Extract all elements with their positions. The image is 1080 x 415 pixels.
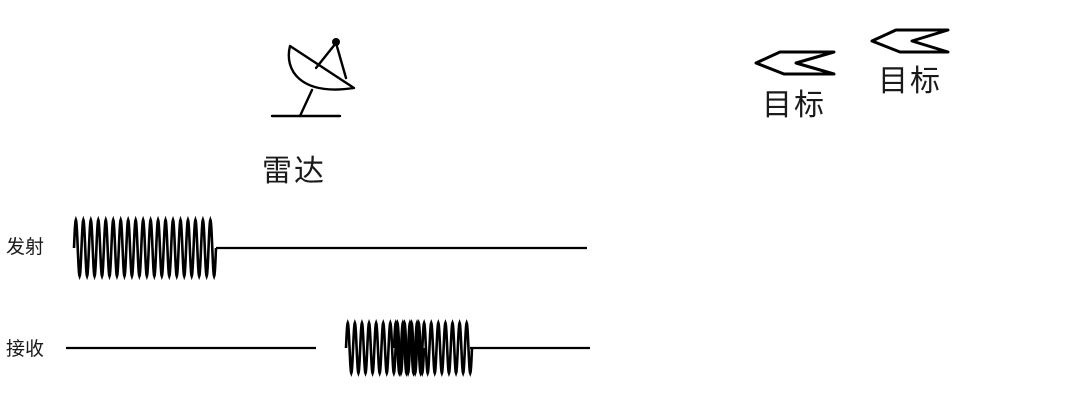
echo-pulse-2 <box>392 319 474 377</box>
dish-bowl <box>287 44 356 91</box>
radar-dish-icon <box>270 38 356 118</box>
transmit-pulse <box>72 215 218 281</box>
target-icon-2 <box>870 28 950 54</box>
transmit-waveform <box>72 215 587 281</box>
receive-waveform <box>66 319 590 377</box>
target-label-1: 目标 <box>762 88 826 123</box>
receive-label: 接收 <box>6 338 45 360</box>
feed-arm-2 <box>334 41 348 80</box>
target-icon-1 <box>754 50 836 76</box>
dish-mount <box>298 88 314 118</box>
transmit-label: 发射 <box>6 236 45 258</box>
radar-label: 雷达 <box>262 154 326 189</box>
feed-arm-1 <box>314 41 338 70</box>
feed-horn <box>332 38 341 47</box>
target-label-2: 目标 <box>878 64 942 99</box>
